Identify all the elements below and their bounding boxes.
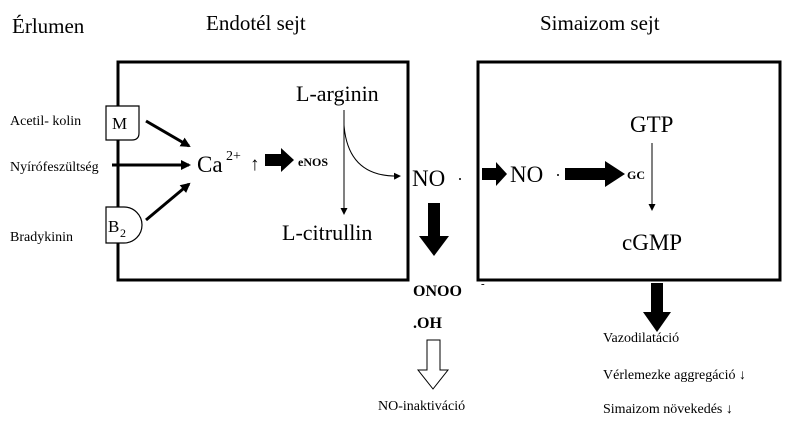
smooth-muscle-cell-box [476,60,782,282]
bradykinin-b2-receptor [105,206,143,244]
no-to-peroxynitrite-arrow [419,203,449,256]
muscarinic-receptor-label: M [112,114,127,133]
no-to-gc-arrow [565,161,625,187]
endothelial-cell-box [116,60,410,282]
smooth-muscle-effects-arrow [643,283,671,332]
l-arginine-label: L-arginin [296,81,379,106]
hydroxyl-label: .OH [413,315,442,332]
platelet-aggregation-label: Vérlemezke aggregáció ↓ [603,368,746,383]
calcium-to-enos-arrow [265,148,294,172]
vasodilation-label: Vazodilatáció [603,331,679,346]
peroxynitrite-label: ONOO [413,283,462,300]
cgmp-label: cGMP [622,230,682,255]
smooth-no-radical-dot [557,174,559,176]
bradykinin-receptor-subscript: 2 [120,226,126,240]
calcium-increase-arrow: ↑ [250,154,260,175]
calcium-label: Ca [197,152,223,177]
gtp-label: GTP [630,112,673,137]
inactivation-hollow-arrow [416,339,450,390]
no-inactivation-label: NO-inaktiváció [378,399,465,414]
shear-stress-label: Nyírófeszültség [10,160,99,175]
endothelial-no-label: NO [412,166,445,191]
acetylcholine-arrow [145,119,191,148]
smooth-muscle-cell-title: Simaizom sejt [540,11,660,35]
peroxynitrite-charge: - [481,278,485,290]
calcium-charge: 2+ [226,149,241,164]
smooth-muscle-growth-label: Simaizom növekedés ↓ [603,402,733,417]
enos-label: eNOS [298,155,328,169]
guanylate-cyclase-label: GC [627,168,645,182]
l-citrulline-label: L-citrullin [282,220,372,245]
no-radical-dot [459,178,461,180]
acetylcholine-label: Acetil- kolin [10,114,81,129]
endothelial-cell-title: Endotél sejt [206,11,306,35]
bradykinin-arrow [145,182,191,222]
bradykinin-receptor-label: B [108,217,119,236]
no-diffusion-arrow [482,162,507,186]
lumen-title: Érlumen [12,14,85,38]
smooth-muscle-no-label: NO [510,162,543,187]
bradykinin-label: Bradykinin [10,230,73,245]
muscarinic-receptor [105,105,140,141]
no-release-curve-arrow [343,124,401,180]
